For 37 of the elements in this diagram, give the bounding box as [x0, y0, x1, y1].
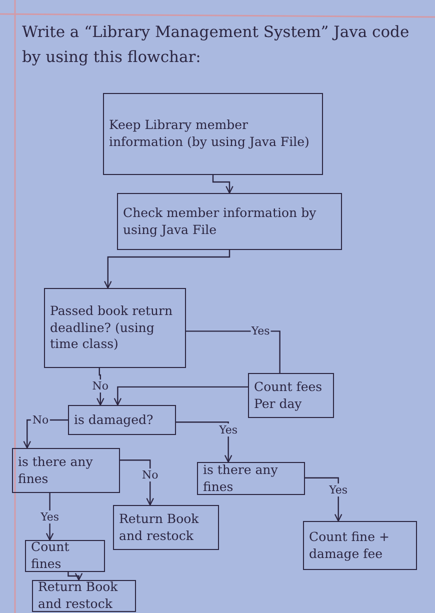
box-text: Count fines	[31, 539, 70, 573]
process-box	[103, 93, 323, 175]
box-text: Count fees Per day	[254, 378, 324, 412]
box-text: Count fine + damage fee	[309, 528, 390, 562]
title: Write a “Library Management System” Java code by using this flowchar:	[22, 22, 410, 68]
edge-label: Yes	[328, 484, 349, 497]
box-text: is there any fines	[18, 454, 94, 488]
box-text: Return Book and restock	[38, 579, 119, 613]
edge-label: No	[140, 468, 160, 482]
arrow	[305, 477, 342, 522]
process-box	[117, 193, 342, 250]
process-box	[44, 288, 186, 368]
box-text: is there any fines	[203, 462, 279, 496]
process-box	[113, 505, 219, 550]
edge-label: Yes	[250, 324, 271, 338]
box-text: Passed book return deadline? (using time class)	[50, 302, 174, 354]
process-box	[197, 462, 305, 495]
arrow	[46, 493, 54, 541]
box-text: Return Book and restock	[119, 510, 200, 544]
edge-label: Yes	[218, 423, 239, 436]
arrow	[176, 422, 232, 463]
box-text: is damaged?	[74, 412, 154, 428]
process-box	[12, 448, 120, 493]
box-text: Keep Library member information (by using Java File)	[109, 117, 310, 151]
process-box	[25, 540, 105, 572]
arrow	[114, 386, 248, 406]
arrow	[68, 572, 83, 581]
box-text: Check member information by using Java File	[123, 204, 318, 238]
process-box	[248, 373, 334, 418]
process-box	[32, 580, 136, 612]
process-box	[68, 405, 176, 435]
edge-label: Yes	[40, 510, 60, 523]
process-box	[303, 521, 417, 570]
arrow	[104, 250, 230, 289]
arrow	[212, 175, 234, 194]
edge-label: No	[31, 414, 50, 426]
edge-label: No	[91, 379, 110, 392]
